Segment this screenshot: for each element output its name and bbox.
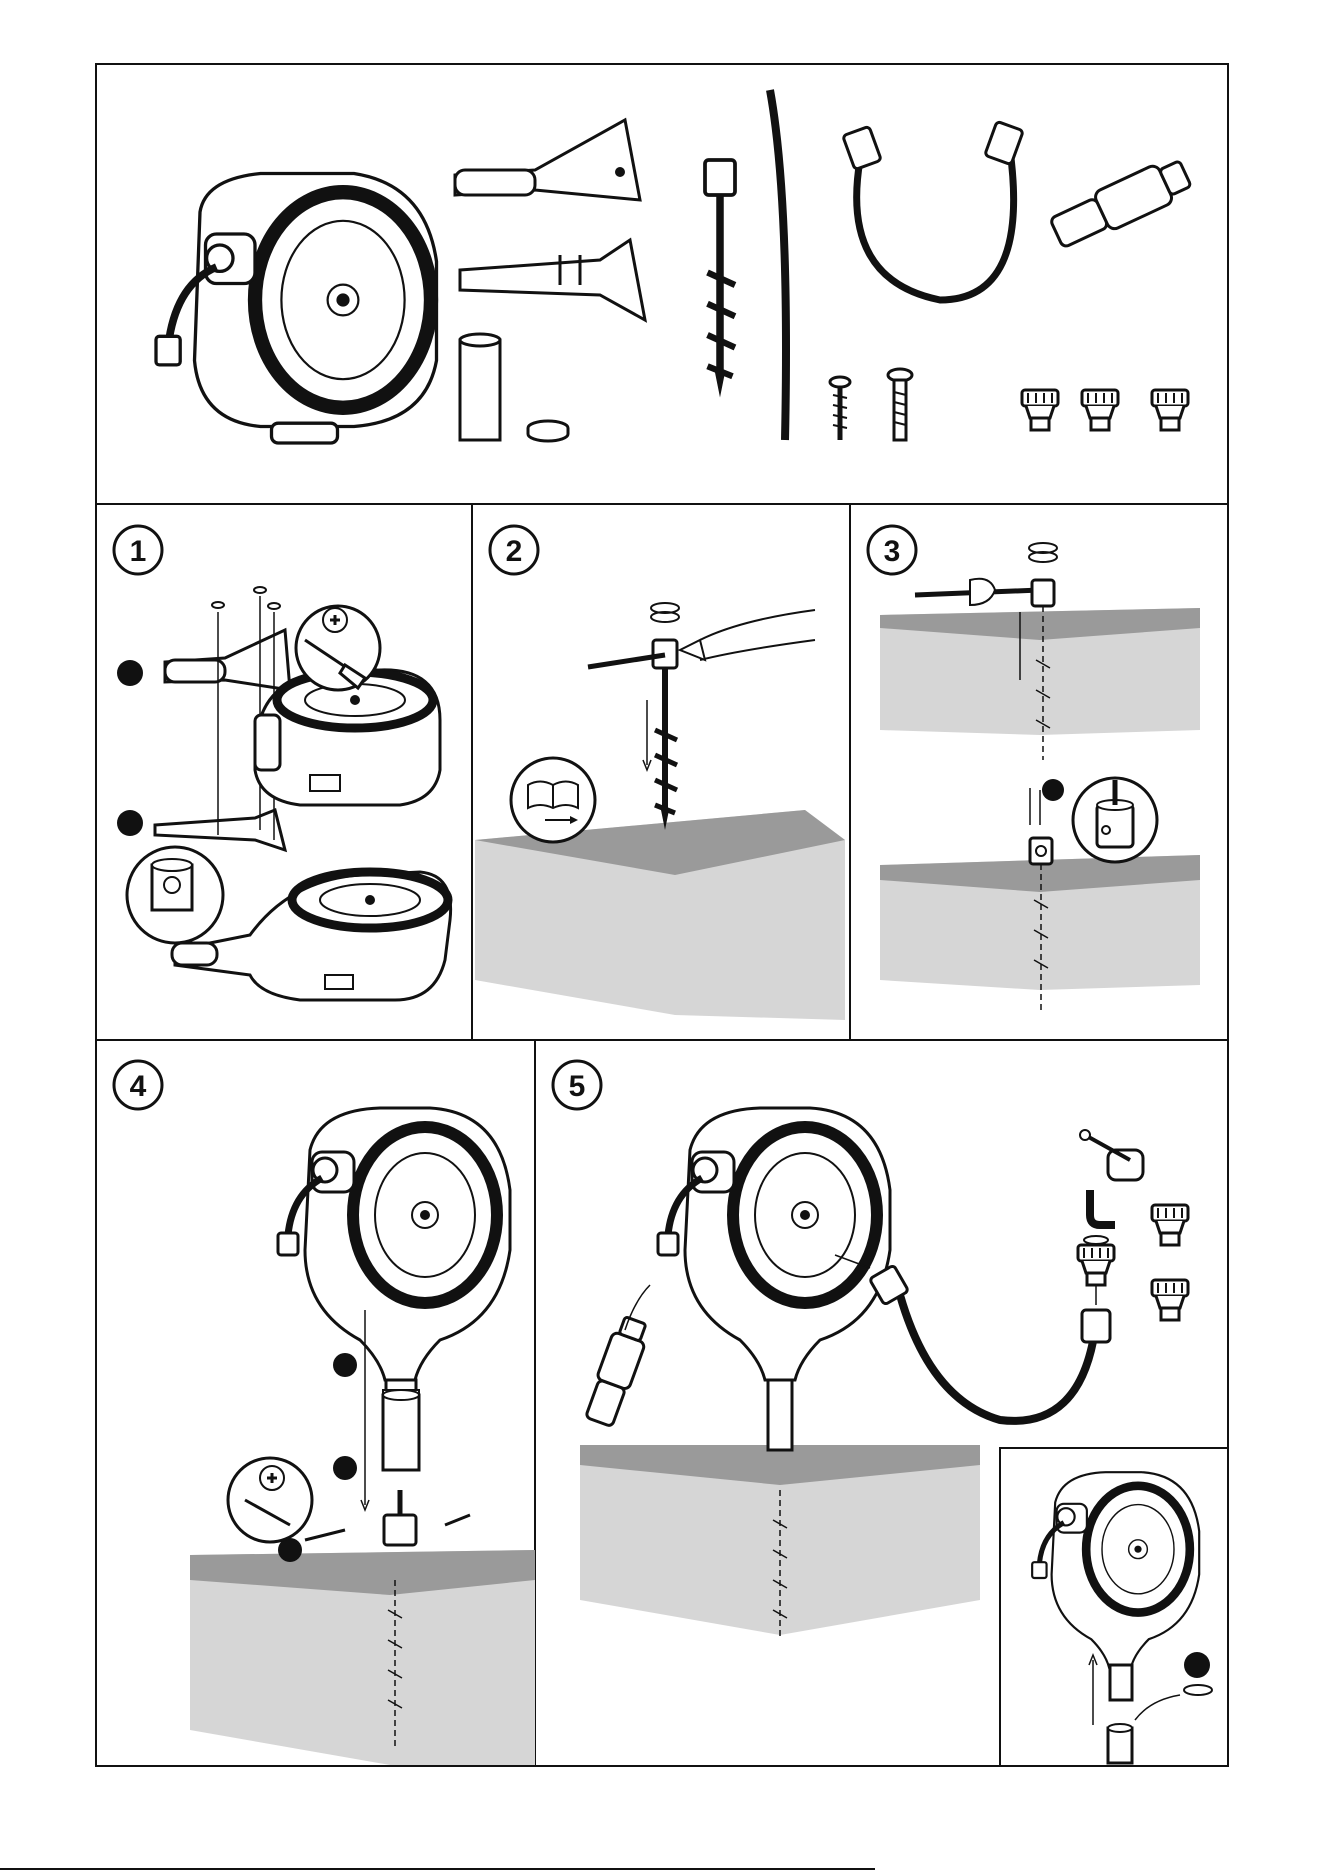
attach-reel-illustration bbox=[190, 1108, 535, 1765]
step-2-number: 2 bbox=[506, 535, 523, 568]
ground-spike-icon bbox=[705, 160, 735, 398]
step-5-panel: 5 bbox=[553, 1061, 1212, 1763]
screwdriver-callout-icon bbox=[228, 1458, 312, 1542]
handle-bracket-front-icon bbox=[455, 120, 640, 200]
threaded-insert-callout-icon bbox=[127, 847, 223, 943]
parts-panel bbox=[156, 90, 1194, 443]
step5-inset-detail bbox=[1032, 1472, 1212, 1763]
machine-screw-icon bbox=[888, 369, 912, 440]
handle-bracket-back-icon bbox=[460, 240, 645, 320]
spray-nozzle-icon bbox=[1048, 154, 1194, 252]
mount-bracket-illustration bbox=[117, 560, 451, 1000]
wood-screw-icon bbox=[830, 377, 850, 440]
step-3-number: 3 bbox=[884, 535, 901, 568]
step-2-panel: 2 bbox=[475, 526, 845, 1020]
tube-sleeve-icon bbox=[460, 334, 500, 440]
step-5-number: 5 bbox=[569, 1070, 586, 1103]
screw-spike-illustration bbox=[880, 543, 1200, 1010]
spray-nozzle-step5-icon bbox=[583, 1315, 652, 1428]
step-1-number: 1 bbox=[130, 535, 147, 568]
step-1-panel: 1 bbox=[114, 526, 451, 1000]
screwdriver-callout-icon bbox=[296, 606, 380, 690]
connect-hose-illustration bbox=[580, 1108, 1212, 1763]
step-3-panel: 3 bbox=[868, 526, 1200, 1010]
tommy-bar-icon bbox=[770, 90, 786, 440]
manual-reference-icon bbox=[511, 758, 595, 842]
tap-adapter-icon bbox=[1022, 390, 1188, 430]
connecting-hose-icon bbox=[843, 121, 1024, 300]
cap-disc-icon bbox=[528, 421, 568, 441]
garden-tap-icon bbox=[1080, 1130, 1143, 1244]
insert-spike-illustration bbox=[475, 603, 845, 1020]
step-4-number: 4 bbox=[130, 1070, 147, 1103]
hole-detail-callout-icon bbox=[1073, 778, 1157, 862]
hose-reel-unit-icon bbox=[156, 174, 437, 444]
step-4-panel: 4 bbox=[114, 1061, 535, 1765]
